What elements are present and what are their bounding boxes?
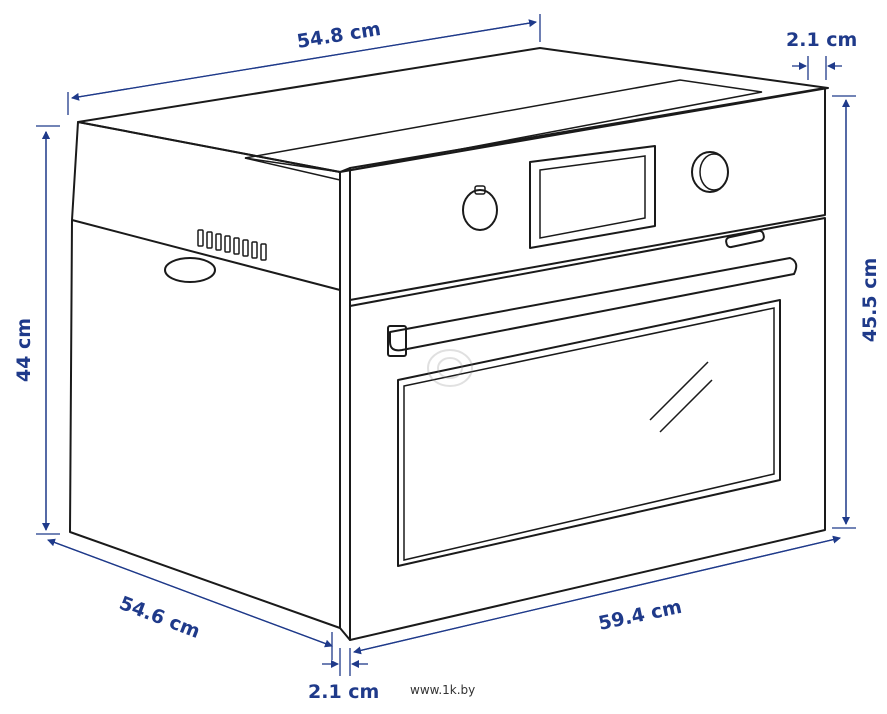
door-window (397, 299, 781, 567)
front-panel (349, 87, 826, 641)
dim-top-depth: 54.8 cm (67, 14, 541, 115)
label-front-width: 59.4 cm (596, 596, 683, 635)
top-cover-plate (244, 79, 763, 173)
display-screen (529, 145, 656, 249)
display-inner (539, 155, 646, 239)
side-grip-recess (164, 257, 216, 283)
label-side-depth: 54.6 cm (116, 592, 203, 643)
left-knob (462, 185, 498, 231)
door-window-inner (403, 307, 775, 561)
glass-reflection (649, 361, 713, 433)
control-panel (349, 87, 826, 301)
dim-top-thickness: 2.1 cm (786, 29, 857, 80)
side-panel-seam (71, 219, 341, 291)
oven-side-face (69, 121, 341, 629)
label-top-thickness: 2.1 cm (786, 29, 857, 51)
label-height-body: 44 cm (13, 318, 35, 382)
oven-body (69, 47, 829, 641)
dim-side-depth: 54.6 cm (47, 538, 333, 660)
dim-height-front: 45.5 cm (832, 95, 881, 529)
faint-logo (427, 349, 473, 387)
label-top-depth: 54.8 cm (295, 18, 382, 53)
top-cover-edge (244, 157, 341, 181)
oven-door (349, 217, 826, 641)
door-latch (725, 229, 765, 249)
dim-bottom-thickness: 2.1 cm (308, 648, 379, 703)
label-height-front: 45.5 cm (859, 258, 881, 343)
door-handle (387, 257, 798, 357)
label-bottom-thickness: 2.1 cm (308, 681, 379, 703)
side-vent-slots (197, 229, 267, 261)
watermark-text: www.1k.by (410, 683, 475, 697)
front-frame-edge (339, 167, 351, 641)
right-knob (691, 151, 729, 193)
dim-height-body: 44 cm (13, 125, 60, 535)
